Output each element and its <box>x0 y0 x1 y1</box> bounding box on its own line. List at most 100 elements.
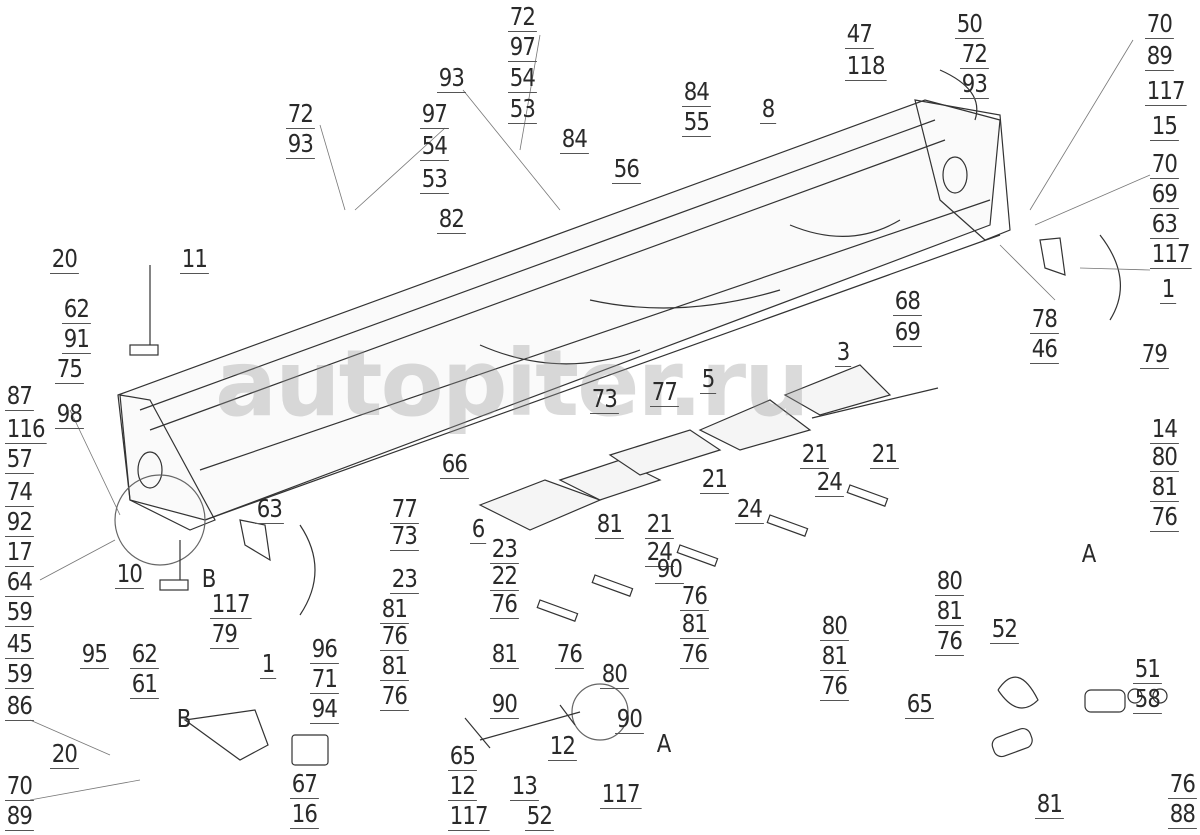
part-label: 117 <box>1150 239 1192 269</box>
part-label: 10 <box>115 559 144 589</box>
part-label: 77 <box>390 494 419 524</box>
part-label: 15 <box>1150 111 1179 141</box>
part-label: 78 <box>1030 304 1059 334</box>
part-label: 88 <box>1168 799 1197 829</box>
part-label: 12 <box>448 771 477 801</box>
part-label: 47 <box>845 19 874 49</box>
part-label: 54 <box>508 63 537 93</box>
part-label: 21 <box>800 439 829 469</box>
part-label: 8 <box>760 94 777 124</box>
part-label: 73 <box>390 521 419 551</box>
part-label: 77 <box>650 377 679 407</box>
part-label: 24 <box>735 494 764 524</box>
part-label: 76 <box>555 639 584 669</box>
side-parts <box>129 69 1168 766</box>
part-label: 80 <box>820 611 849 641</box>
part-label: 79 <box>1140 339 1169 369</box>
part-label: 23 <box>390 564 419 594</box>
part-label: 81 <box>380 594 409 624</box>
part-label: 11 <box>180 244 209 274</box>
part-label: 93 <box>960 69 989 99</box>
part-label: 76 <box>1168 769 1197 799</box>
part-label: 71 <box>310 664 339 694</box>
part-label: 80 <box>600 659 629 689</box>
part-label: 72 <box>286 99 315 129</box>
part-label: 5 <box>700 364 717 394</box>
part-label: 1 <box>260 649 277 679</box>
part-label: 81 <box>380 651 409 681</box>
part-label: 90 <box>655 554 684 584</box>
part-label: 14 <box>1150 414 1179 444</box>
part-label: 62 <box>62 294 91 324</box>
part-label: 58 <box>1133 684 1162 714</box>
part-label: 76 <box>490 589 519 619</box>
part-label: 81 <box>1150 472 1179 502</box>
part-label: 68 <box>893 286 922 316</box>
detail-title-b: B <box>176 704 192 733</box>
part-label: 76 <box>820 671 849 701</box>
part-label: 52 <box>525 801 554 831</box>
part-label: 84 <box>682 77 711 107</box>
main-frame <box>117 99 1011 531</box>
part-label: 117 <box>210 589 252 619</box>
part-label: 55 <box>682 107 711 137</box>
part-label: 16 <box>290 799 319 829</box>
part-label: 24 <box>645 537 674 567</box>
part-label: 23 <box>490 534 519 564</box>
detail-label-a: A <box>656 729 672 758</box>
part-label: 81 <box>820 641 849 671</box>
part-label: 89 <box>1145 41 1174 71</box>
part-label: 95 <box>80 639 109 669</box>
part-label: 63 <box>255 494 284 524</box>
part-label: 82 <box>437 204 466 234</box>
part-label: 89 <box>5 801 34 831</box>
part-label: 24 <box>815 467 844 497</box>
part-label: 56 <box>612 154 641 184</box>
part-label: 76 <box>680 639 709 669</box>
part-label: 81 <box>935 596 964 626</box>
part-label: 74 <box>5 477 34 507</box>
part-label: 45 <box>5 629 34 659</box>
part-label: 79 <box>210 619 239 649</box>
part-label: 81 <box>680 609 709 639</box>
part-label: 76 <box>680 581 709 611</box>
part-label: 53 <box>508 94 537 124</box>
part-label: 59 <box>5 659 34 689</box>
part-label: 6 <box>470 514 487 544</box>
part-label: 91 <box>62 324 91 354</box>
part-label: 65 <box>905 689 934 719</box>
part-label: 80 <box>935 566 964 596</box>
part-label: 76 <box>1150 502 1179 532</box>
part-label: 46 <box>1030 334 1059 364</box>
part-label: 94 <box>310 694 339 724</box>
part-label: 93 <box>437 63 466 93</box>
detail-title-a: A <box>1081 539 1097 568</box>
part-label: 116 <box>5 414 47 444</box>
part-label: 20 <box>50 244 79 274</box>
part-label: 51 <box>1133 654 1162 684</box>
part-label: 22 <box>490 561 519 591</box>
part-label: 87 <box>5 381 34 411</box>
part-label: 70 <box>1145 9 1174 39</box>
slats <box>478 364 892 531</box>
part-label: 76 <box>380 681 409 711</box>
part-label: 59 <box>5 597 34 627</box>
part-label: 96 <box>310 634 339 664</box>
part-label: 69 <box>1150 179 1179 209</box>
part-label: 63 <box>1150 209 1179 239</box>
part-label: 65 <box>448 741 477 771</box>
part-label: 64 <box>5 567 34 597</box>
part-label: 17 <box>5 537 34 567</box>
part-label: 117 <box>1145 76 1187 106</box>
detail-circles <box>114 474 629 741</box>
part-label: 90 <box>490 689 519 719</box>
part-label: 12 <box>548 731 577 761</box>
part-label: 62 <box>130 639 159 669</box>
part-label: 118 <box>845 51 887 81</box>
part-label: 76 <box>380 621 409 651</box>
part-label: 13 <box>510 771 539 801</box>
part-label: 20 <box>50 739 79 769</box>
part-label: 81 <box>490 639 519 669</box>
